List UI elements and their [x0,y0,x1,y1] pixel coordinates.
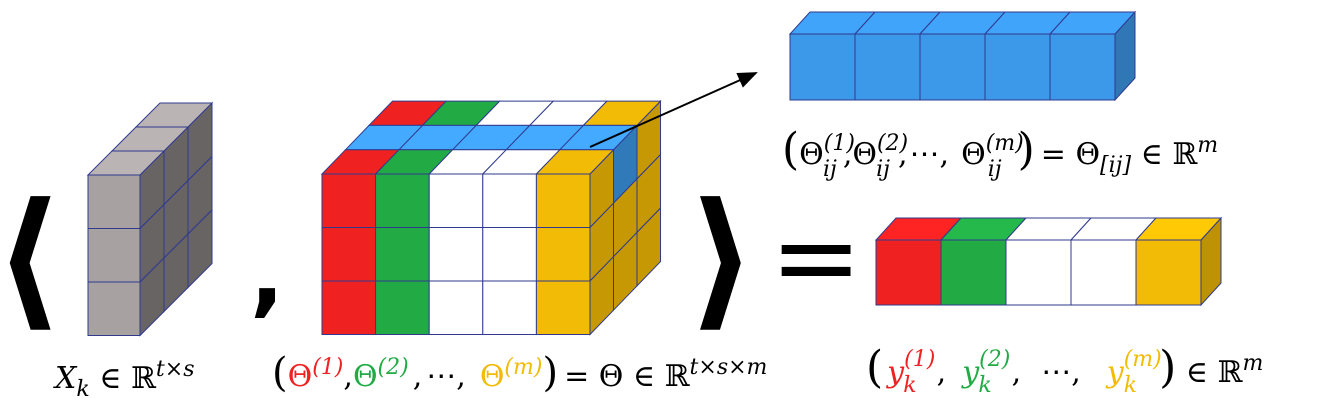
label-y-vector: (y(1)k,y(2)k,⋯,y(m)k) ∈ ℝm [866,342,1263,398]
blue-fiber-cell [789,33,856,101]
tensor-front-cell [535,173,591,228]
coefficient-tensor-theta [320,99,662,336]
pointer-arrow [589,72,758,148]
tensor-front-cell [375,280,430,335]
tensor-front-cell [321,227,377,282]
blue-fiber-cell [1049,33,1116,101]
tensor-front-cell [482,227,537,282]
blue-fiber-cell [919,33,986,101]
gray-front-cell [87,281,141,336]
tensor-front-cell [482,173,537,228]
tensor-front-cell [482,280,537,335]
output-fiber-cell [940,239,1007,306]
tensor-front-cell [428,280,484,335]
output-fiber-cell [1005,239,1072,306]
left-angle-bracket: ⟨ [0,172,63,346]
label-xk: Xk ∈ ℝt×s [53,357,195,402]
right-angle-bracket: ⟩ [688,172,757,346]
equals-sign: = [770,193,862,321]
label-theta-fiber: (Θ(1)ij,Θ(2)ij,⋯,Θ(m)ij)= Θ[ij] ∈ ℝm [782,124,1218,182]
gray-front-cell [87,174,141,229]
output-vector-y [874,216,1223,307]
tensor-front-cell [535,280,591,335]
tensor-front-cell [375,227,430,282]
tensor-front-cell [321,280,377,335]
tensor-front-cell [428,173,484,228]
output-fiber-cell [1070,239,1137,306]
blue-fiber-cell [854,33,921,101]
gray-front-cell [87,228,141,283]
input-matrix-xk [86,101,214,337]
output-fiber-cell [1135,239,1202,306]
fiber-theta-ij [788,10,1137,102]
label-theta-tensor: (Θ(1),Θ(2),⋯,Θ(m))= Θ ∈ ℝt×s×m [272,350,767,396]
tensor-front-cell [321,173,377,228]
separator-comma: , [250,222,284,327]
tensor-front-cell [375,173,430,228]
output-fiber-cell [875,239,942,306]
blue-fiber-cell [984,33,1051,101]
tensor-front-cell [535,227,591,282]
tensor-front-cell [428,227,484,282]
